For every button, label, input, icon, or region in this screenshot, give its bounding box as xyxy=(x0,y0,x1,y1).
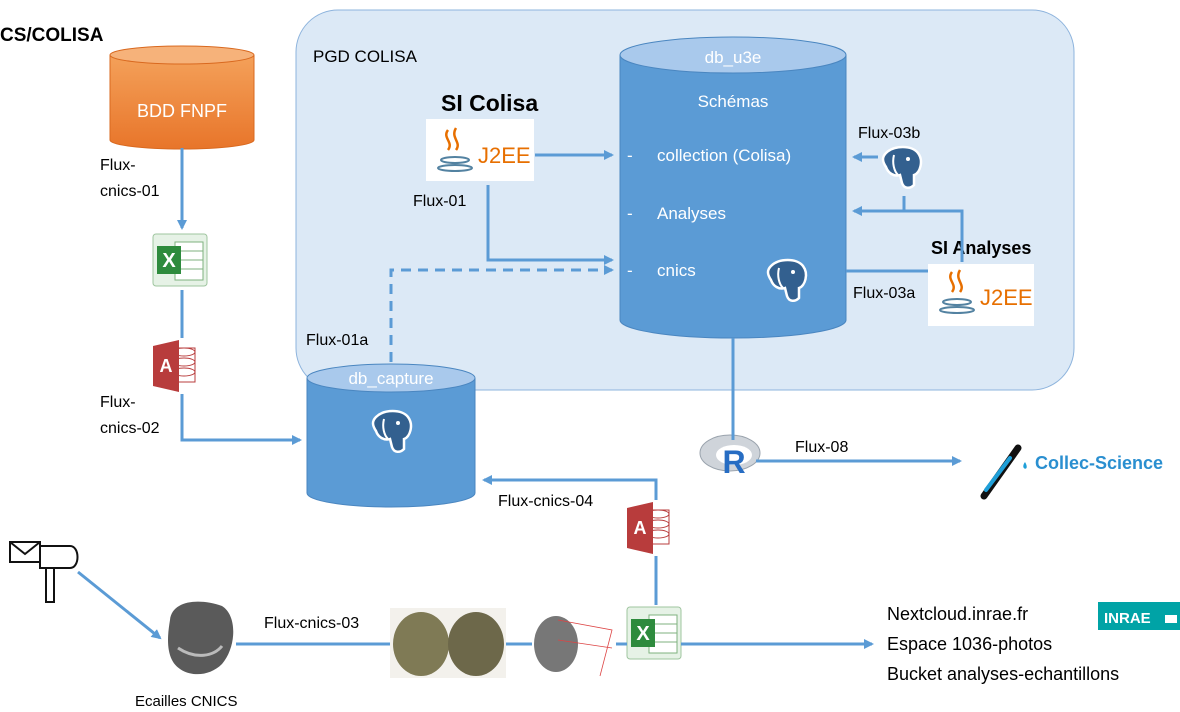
flux-cnics-02-label-1: Flux- xyxy=(100,394,136,411)
arrow-flux-cnics-02 xyxy=(180,394,302,445)
scale-measure-image xyxy=(532,608,616,678)
flux-01a-label: Flux-01a xyxy=(306,332,368,349)
schema-bullet: - xyxy=(627,204,633,223)
bdd-fnpf-cylinder: BDD FNPF xyxy=(109,45,255,150)
flux-08-label: Flux-08 xyxy=(795,439,848,456)
scale-photo-image xyxy=(390,608,506,678)
access-icon: A xyxy=(153,340,196,392)
svg-text:A: A xyxy=(634,518,647,538)
diagram-title: CS/COLISA xyxy=(0,25,104,46)
mailbox-icon xyxy=(9,541,79,603)
schema-cnics: cnics xyxy=(657,261,696,280)
nextcloud-line-1: Nextcloud.inrae.fr xyxy=(887,604,1028,624)
schema-collection: collection (Colisa) xyxy=(657,146,791,165)
schema-bullet: - xyxy=(627,261,633,280)
si-analyses-label: SI Analyses xyxy=(931,238,1031,258)
flux-cnics-01-label-1: Flux- xyxy=(100,157,136,174)
arrow-si-analyses xyxy=(852,206,964,262)
svg-text:R: R xyxy=(722,444,745,480)
excel-icon: X xyxy=(152,233,208,287)
ecailles-cnics-label: Ecailles CNICS xyxy=(135,693,238,710)
collec-science-label: Collec-Science xyxy=(1035,453,1163,473)
svg-text:A: A xyxy=(160,356,173,376)
flux-cnics-01-label-2: cnics-01 xyxy=(100,183,160,200)
arrow-mailbox-ecailles xyxy=(77,570,162,640)
db-u3e-cylinder: db_u3e Schémas - collection (Colisa) - A… xyxy=(619,36,847,339)
schemas-title: Schémas xyxy=(698,92,769,111)
java-j2ee-logo: J2EE xyxy=(426,119,534,181)
bdd-fnpf-label: BDD FNPF xyxy=(137,101,227,121)
r-logo-icon: R xyxy=(699,434,761,480)
flux-cnics-04-label: Flux-cnics-04 xyxy=(498,493,593,510)
access-icon: A xyxy=(627,502,670,554)
schema-analyses: Analyses xyxy=(657,204,726,223)
arrow-flux-cnics-04 xyxy=(482,475,658,500)
flux-03a-label: Flux-03a xyxy=(853,285,915,302)
flux-01-label: Flux-01 xyxy=(413,193,466,210)
si-colisa-label: SI Colisa xyxy=(441,90,538,116)
inrae-label: INRAE xyxy=(1104,610,1151,627)
flux-03b-label: Flux-03b xyxy=(858,125,920,142)
java-j2ee-logo: J2EE xyxy=(928,264,1034,326)
postgresql-icon xyxy=(766,258,808,302)
postgresql-icon xyxy=(371,409,413,453)
flux-cnics-03-label: Flux-cnics-03 xyxy=(264,615,359,632)
arrow-flux-01a xyxy=(389,265,614,362)
db-capture-label: db_capture xyxy=(348,369,433,388)
svg-text:X: X xyxy=(636,623,650,645)
nextcloud-line-2: Espace 1036-photos xyxy=(887,634,1052,654)
arrow-flux-01 xyxy=(486,185,614,265)
nextcloud-line-3: Bucket analyses-echantillons xyxy=(887,664,1119,684)
collec-science-logo: Collec-Science xyxy=(980,444,1163,500)
db-u3e-label: db_u3e xyxy=(705,48,762,67)
inrae-logo: INRAE xyxy=(1098,602,1180,630)
excel-icon: X xyxy=(626,606,682,660)
flux-cnics-02-label-2: cnics-02 xyxy=(100,420,160,437)
postgresql-icon xyxy=(881,145,923,189)
svg-text:X: X xyxy=(162,250,176,272)
j2ee-label: J2EE xyxy=(478,143,531,168)
fish-scale-image xyxy=(168,601,234,675)
j2ee-label: J2EE xyxy=(980,285,1033,310)
schema-bullet: - xyxy=(627,146,633,165)
pgd-colisa-label: PGD COLISA xyxy=(313,47,418,66)
